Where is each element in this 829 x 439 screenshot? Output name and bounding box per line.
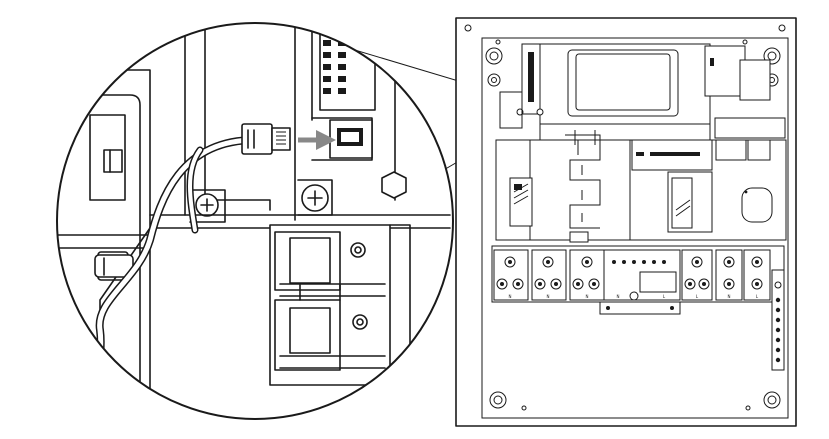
left-card [499,43,544,129]
control-board [184,23,407,223]
terminal-label-8: L [663,294,666,299]
terminal-bottom-screws [496,278,763,290]
indicator-dots [612,260,666,264]
display-module [539,43,711,140]
zoom-detail [56,22,454,420]
hex-standoff [381,171,407,199]
ground-screw-left [195,193,219,217]
terminal-label-6: N [728,294,731,299]
rj45-plug [241,123,291,155]
breaker-block [269,224,411,386]
terminal-top-screws [504,256,763,268]
terminal-label-7: L [756,294,759,299]
terminal-label-3: N [586,294,589,299]
terminal-row: N N N N L N L L [491,245,785,315]
corner-screws [464,24,786,411]
terminal-label-1: N [509,294,512,299]
enclosure: N N N N L N L L [455,17,797,427]
zoom-circle-outline [56,22,454,420]
terminal-label-4: N [617,294,620,299]
terminal-label-5: L [696,294,699,299]
ethernet-port [329,119,373,159]
relay-module [704,45,786,139]
ground-bar [771,269,785,371]
ground-screw-right [301,184,329,212]
main-board [495,130,787,243]
terminal-label-2: N [547,294,550,299]
enclosure-inner [481,37,789,419]
